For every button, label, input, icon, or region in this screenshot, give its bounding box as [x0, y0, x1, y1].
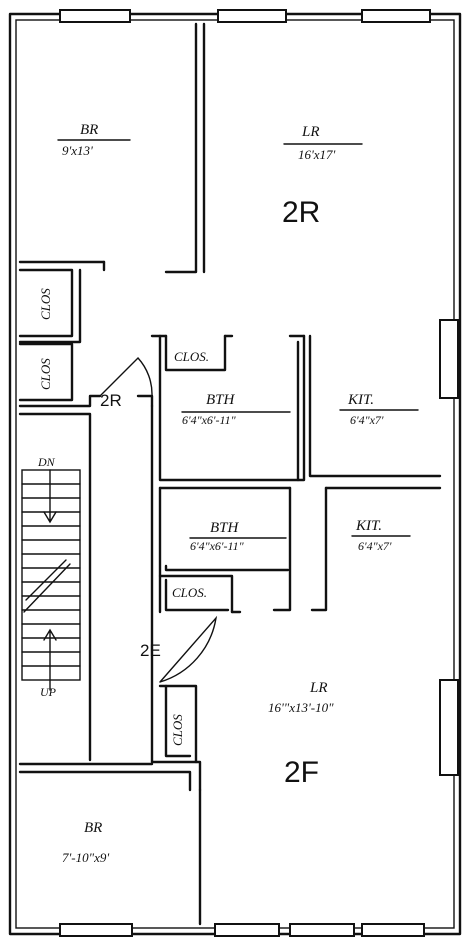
labels: BR 9'x13' LR 16'x17' 2R CLOS CLOS CLOS. … — [37, 122, 419, 865]
entry-rear-label: 2R — [100, 391, 122, 410]
bth-front-dims: 6'4"x6'-11" — [190, 539, 245, 553]
closet-label-4: CLOS. — [172, 585, 207, 600]
kit-rear-dims: 6'4"x7' — [350, 413, 384, 427]
door-2r-swing — [99, 356, 153, 397]
window-front-3 — [289, 923, 355, 937]
staircase — [21, 469, 81, 691]
closet-label-1: CLOS — [38, 288, 53, 320]
closet-label-2: CLOS — [38, 358, 53, 390]
window-rear-left — [59, 9, 131, 23]
kit-front-dims: 6'4"x7' — [358, 539, 392, 553]
lr-rear-dims: 16'x17' — [298, 147, 336, 162]
br-rear-dims: 9'x13' — [62, 143, 93, 158]
kit-front-name: KIT. — [355, 518, 382, 534]
br-front-dims: 7'-10"x9' — [62, 850, 109, 865]
side-bay-lower — [439, 679, 459, 776]
windows — [59, 9, 459, 937]
window-rear-center — [217, 9, 287, 23]
closet-label-5: CLOS — [170, 714, 185, 746]
closet-label-3: CLOS. — [174, 349, 209, 364]
lr-front-name: LR — [309, 680, 328, 696]
interior-walls — [18, 22, 442, 926]
br-rear-name: BR — [80, 122, 98, 138]
window-front-2 — [214, 923, 280, 937]
side-bay-upper — [439, 319, 459, 399]
stairs-up-label: UP — [40, 685, 57, 699]
entry-front-label: 2E — [140, 641, 161, 660]
lr-rear-name: LR — [301, 124, 320, 140]
window-front-1 — [59, 923, 133, 937]
unit-rear-label: 2R — [282, 196, 320, 229]
doors — [99, 356, 218, 683]
bth-rear-name: BTH — [206, 392, 236, 408]
br-front-name: BR — [84, 820, 102, 836]
bth-front-name: BTH — [210, 520, 240, 536]
window-front-4 — [361, 923, 425, 937]
lr-front-dims: 16'"x13'-10" — [268, 700, 334, 715]
door-2e-swing — [159, 615, 218, 683]
kit-rear-name: KIT. — [347, 392, 374, 408]
window-rear-right — [361, 9, 431, 23]
bth-rear-dims: 6'4"x6'-11" — [182, 413, 237, 427]
unit-front-label: 2F — [284, 756, 319, 789]
stairs-down-label: DN — [37, 455, 56, 469]
